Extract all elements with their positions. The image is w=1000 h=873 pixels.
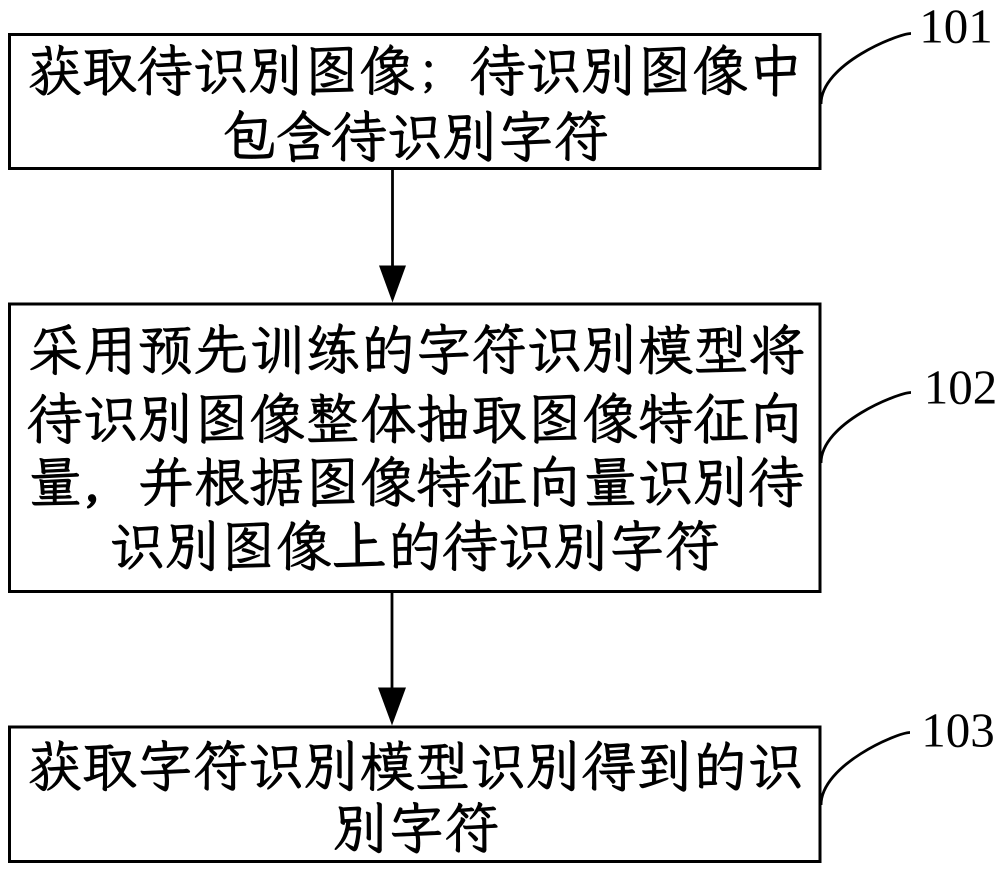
svg-text:102: 102 xyxy=(924,360,998,415)
svg-text:101: 101 xyxy=(919,0,993,54)
svg-text:103: 103 xyxy=(921,702,995,757)
